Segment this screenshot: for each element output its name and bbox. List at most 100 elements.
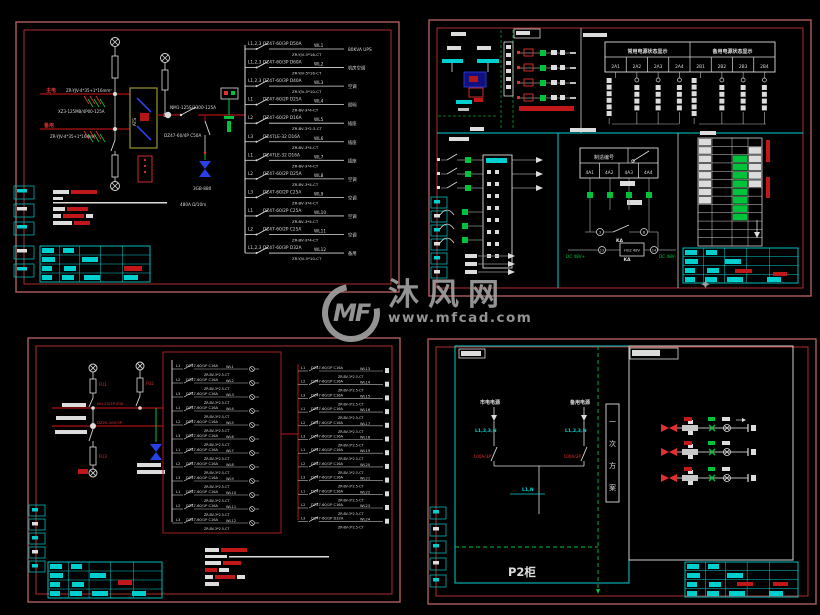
feeder-load: 备用	[348, 250, 357, 257]
feeder-phase: L1	[248, 208, 253, 214]
fuse-label: FU2	[146, 381, 154, 386]
feeder-breaker: DZ47-60/2P C25A	[263, 208, 301, 214]
feeder-name: 市电电源	[480, 399, 500, 406]
feeder-load: 插座	[348, 157, 357, 164]
feeder-phase: L2	[248, 227, 253, 233]
ats-control-schematic	[438, 30, 576, 130]
feeder-breaker: DZ47-60/3P D60A	[263, 60, 302, 66]
feeder-breaker: DZ47-60/1P C16A	[311, 407, 344, 411]
title-block	[684, 561, 799, 598]
dc-minus-label: DC 48V-	[659, 254, 676, 259]
feeder-phase: L1,2,3	[248, 60, 262, 66]
fuse-label: FU3	[99, 454, 107, 459]
title-block	[47, 561, 163, 599]
feeder-phase: L2	[176, 420, 180, 424]
feeder-circuit: WL5	[226, 421, 234, 425]
feeder-cable: ZR-BV-3*2.5-CT	[338, 416, 364, 420]
bus-label: L1,N	[522, 487, 534, 493]
incoming-feeder: 市电电源 L1,2,3,N 100A/3P	[474, 399, 500, 466]
feeder-breaker: DZ47-60/1P C16A	[186, 490, 219, 494]
feeder-breaker: DZ47-60/1P C16A	[311, 366, 344, 370]
feeder-breaker: DZ47-60/1P C16A	[311, 489, 344, 493]
feeder-circuit: WL24	[360, 518, 371, 522]
feeder-phase: L3	[301, 476, 305, 480]
status-cell: 2B4	[760, 64, 769, 70]
title-block	[682, 247, 799, 284]
feeder-phase: L1,2,3	[248, 245, 262, 251]
feeder-load: 插座	[348, 139, 357, 146]
notes-block	[205, 548, 329, 586]
feeder-breaker: DZ47-60/1P C16A	[186, 448, 219, 452]
feeder-phase: L1	[176, 448, 180, 452]
margin-frames	[13, 185, 35, 278]
outgoing-line: NM1-125S/3300-125A	[157, 87, 245, 132]
bus-tie: L1,N	[494, 465, 584, 514]
feeder-circuit: WL16	[360, 408, 371, 412]
ats-model-label: XZ3-125MB/4P00-125A	[58, 109, 105, 114]
feeder-load: 80KVA UPS	[348, 47, 372, 53]
status-cell: 2A4	[675, 64, 684, 70]
ctrl-cell: 4A2	[605, 170, 614, 176]
feeder-load: 空调	[348, 83, 357, 90]
feeder-cable: ZR-BV-3*2.5-CT	[338, 375, 364, 379]
device-row	[661, 467, 756, 485]
feeder-breaker: DZ47-60/1P C16A	[186, 518, 219, 522]
margin-frames	[429, 506, 447, 588]
feeder-circuit: WL6	[226, 435, 235, 439]
feeder-phase: L2	[176, 378, 180, 382]
notes-block	[53, 190, 167, 225]
feeder-phases: L1,2,3,N	[475, 428, 497, 434]
feeder-load: 插座	[348, 120, 357, 127]
feeder-breaker: DZ47-60/1P C16A	[311, 393, 344, 397]
feeder-cable: ZR-BV-3*2.5-CT	[204, 471, 230, 475]
feeder-circuit: WL15	[360, 394, 370, 398]
backup-source-label: 备用	[43, 122, 54, 129]
feeder-circuit: WL6	[314, 136, 324, 142]
feeder-circuit: WL8	[314, 173, 324, 179]
feeder-breaker: DZ47-60/2P D25A	[263, 171, 302, 177]
feeder-breaker: DZ47-60/1P C16A	[186, 364, 219, 368]
feeder-phase: L2	[176, 462, 180, 466]
feeder-cable: ZR-YJV-5*16-CT	[292, 71, 322, 76]
feeder-circuit: WL4	[226, 407, 235, 411]
feeder-phase: L1	[176, 406, 180, 410]
relay-coil-label: HG2 48V	[624, 249, 640, 253]
relay-name: KA	[616, 238, 624, 244]
feeder-load: 机房空调	[348, 65, 365, 72]
feeder-cable: ZR-BV-3*4-CT	[292, 145, 319, 150]
feeder-breaker: DZ47-60/3P D32A	[263, 245, 302, 251]
feeder-cable: ZR-BV-3*2.5-CT	[204, 401, 230, 405]
arrester-model-label: 3GB-880	[193, 186, 212, 191]
title-block	[39, 245, 151, 283]
feeder-circuit: WL22	[360, 490, 370, 494]
feeder-breaker: DZ47LE-32 D16A	[263, 134, 300, 140]
feeder-breaker: DZ47-60/2P C25A	[263, 227, 301, 233]
feeder-breaker: DZ47-60/1P D32A	[311, 517, 344, 521]
feeder-switch-label: 100A/3P	[474, 454, 492, 459]
feeder-breaker: DZ47-60/1P C16A	[311, 476, 344, 480]
feeder-phase: L1	[301, 366, 305, 370]
feeder-load: 空调	[348, 176, 357, 183]
feeder-circuit: WL9	[314, 191, 324, 197]
feeder-cable: ZR-BV-3*2.5-CT	[292, 126, 323, 131]
switch-label: NH-25/3P 63A	[97, 401, 124, 406]
